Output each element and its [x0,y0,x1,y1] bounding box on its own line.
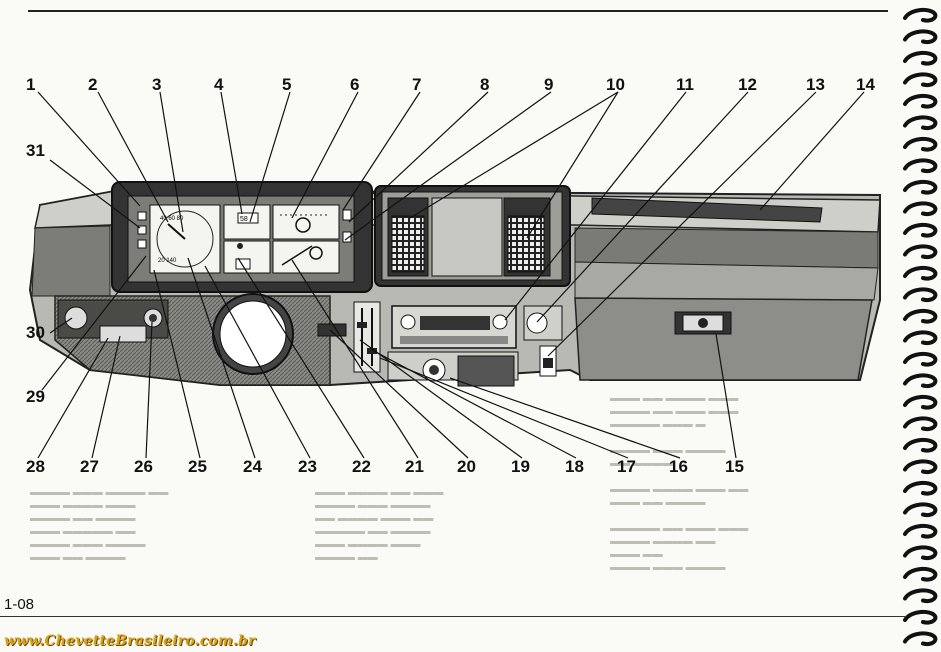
spiral-coil [903,631,938,646]
callout-8: 8 [480,75,490,94]
callout-1: 1 [26,75,36,94]
callout-5: 5 [282,75,292,94]
spiral-coil [903,566,938,582]
callout-14: 14 [856,75,875,94]
spiral-coil [903,287,938,302]
spiral-coil [903,545,938,560]
callout-25: 25 [188,457,207,476]
svg-text:58: 58 [240,216,248,223]
callout-11: 11 [676,75,694,94]
website-watermark: www.ChevetteBrasileiro.com.br [4,633,256,649]
callout-12: 12 [738,75,757,94]
spiral-coil [903,394,938,410]
callout-3: 3 [152,75,162,94]
callout-15: 15 [725,457,744,476]
callout-31: 31 [26,141,45,160]
svg-text:20 140: 20 140 [158,258,177,264]
spiral-coil [903,308,938,324]
callout-9: 9 [544,75,554,94]
spiral-coil [903,373,938,388]
bleed-through-text: ▬▬▬▬ ▬▬▬ ▬▬▬▬ ▬▬▬▬▬ ▬▬▬▬ ▬▬▬▬▬▬▬ ▬▬ ▬▬▬▬… [30,487,169,563]
spiral-coil [903,7,938,23]
callout-30: 30 [26,323,45,342]
spiral-coil [903,437,938,453]
bottom-rule [0,616,905,617]
callout-7: 7 [412,75,422,94]
spiral-coil [903,265,938,281]
spiral-coil [903,136,938,152]
callout-10: 10 [606,75,625,94]
spiral-coil [903,609,938,625]
callout-6: 6 [350,75,360,94]
spiral-coil [903,330,938,345]
spiral-coil [903,588,938,603]
spiral-coil [903,115,938,130]
callout-22: 22 [352,457,371,476]
callout-21: 21 [405,457,424,476]
callout-16: 16 [669,457,688,476]
spiral-coil [903,459,938,474]
callout-20: 20 [457,457,476,476]
callout-17: 17 [617,457,636,476]
spiral-coil [903,502,938,517]
callout-28: 28 [26,457,45,476]
spiral-coil [903,201,938,216]
callout-13: 13 [806,75,825,94]
callout-18: 18 [565,457,584,476]
bleed-through-text: ▬▬▬ ▬▬▬▬ ▬▬ ▬▬▬▬▬▬▬ ▬▬▬ ▬▬▬▬▬▬ ▬▬▬▬ ▬▬▬ … [315,487,444,563]
spiral-coil [903,158,938,173]
callout-26: 26 [134,457,153,476]
spiral-binding [903,7,938,646]
spiral-coil [903,29,938,44]
spiral-coil [903,416,938,431]
callout-24: 24 [243,457,262,476]
callout-29: 29 [26,387,45,406]
spiral-coil [903,222,938,238]
bleed-through-text: ▬▬▬ ▬▬ ▬▬▬▬ ▬▬▬▬▬▬▬ ▬▬ ▬▬▬ ▬▬▬▬▬▬▬▬ ▬▬▬ … [610,393,749,573]
callout-2: 2 [88,75,98,94]
spiral-coil [903,72,938,87]
spiral-coil [903,50,938,66]
page-number: 1-08 [4,596,35,613]
callout-4: 4 [214,75,224,94]
spiral-coil [903,93,938,109]
spiral-coil [903,244,938,259]
top-rule [28,10,888,12]
callout-27: 27 [80,457,99,476]
callout-23: 23 [298,457,317,476]
spiral-coil [903,523,938,539]
svg-text:40 60 80: 40 60 80 [160,216,184,222]
callout-19: 19 [511,457,530,476]
spiral-coil [903,351,938,367]
spiral-coil [903,480,938,496]
spiral-coil [903,179,938,195]
